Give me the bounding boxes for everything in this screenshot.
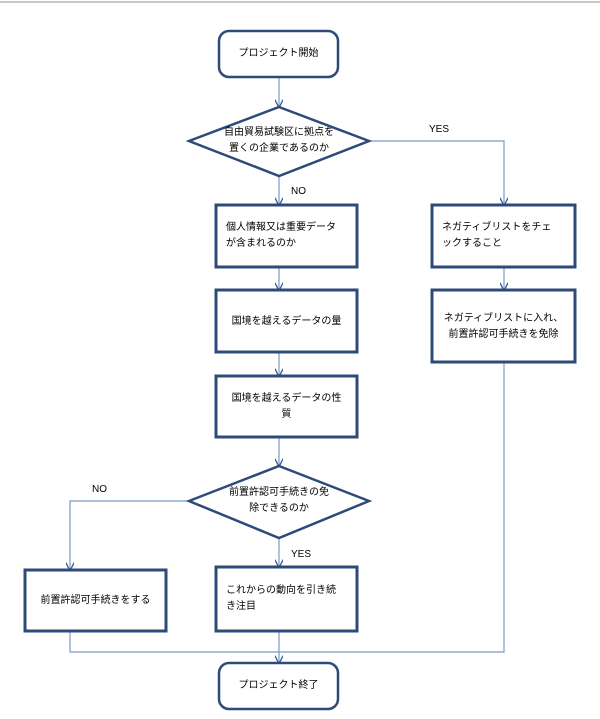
arrow-exempt-no xyxy=(70,500,189,570)
decision-ftz-label: 自由貿易試験区に拠点を 置くの企業であるのか xyxy=(224,127,334,154)
watch-trend-label: これからの動向を引き続 き注目 xyxy=(226,585,336,612)
connector-negative-to-end xyxy=(279,362,505,653)
start-label: プロジェクト開始 xyxy=(238,48,319,59)
edge-label-exempt-yes: YES xyxy=(291,549,312,560)
edge-label-ftz-no: NO xyxy=(291,186,306,197)
start-terminator xyxy=(217,29,340,79)
end-terminator xyxy=(217,661,340,711)
data-volume-label: 国境を越えるデータの量 xyxy=(231,316,342,327)
decision-exempt-label: 前置許認可手続きの免 除できるのか xyxy=(229,487,329,514)
watch-trend-box xyxy=(214,565,359,633)
personal-info-box xyxy=(214,203,359,269)
edge-label-ftz-yes: YES xyxy=(429,124,450,135)
decision-ftz-shape xyxy=(185,105,373,178)
do-permit-box xyxy=(23,568,168,633)
data-volume-box xyxy=(214,288,359,354)
arrow-ftz-yes xyxy=(369,140,504,205)
personal-info-label: 個人情報又は重要データ が含まれるのか xyxy=(226,222,336,249)
top-border-line xyxy=(0,1,600,3)
connector-permit-to-end xyxy=(69,631,279,653)
data-nature-label: 国境を越えるデータの性 質 xyxy=(231,393,342,420)
negative-exempt-label: ネガティブリストに入れ、 前置許認可手続きを免除 xyxy=(443,313,564,340)
edge-label-exempt-no: NO xyxy=(92,484,107,495)
decision-exempt-shape xyxy=(185,464,373,540)
negative-exempt-box xyxy=(430,288,577,364)
do-permit-label: 前置許認可手続きをする xyxy=(40,595,151,606)
check-negative-label: ネガティブリストをチェ ックすること xyxy=(442,222,552,249)
data-nature-box xyxy=(214,374,359,439)
check-negative-box xyxy=(430,203,577,269)
end-label: プロジェクト終了 xyxy=(238,680,319,691)
